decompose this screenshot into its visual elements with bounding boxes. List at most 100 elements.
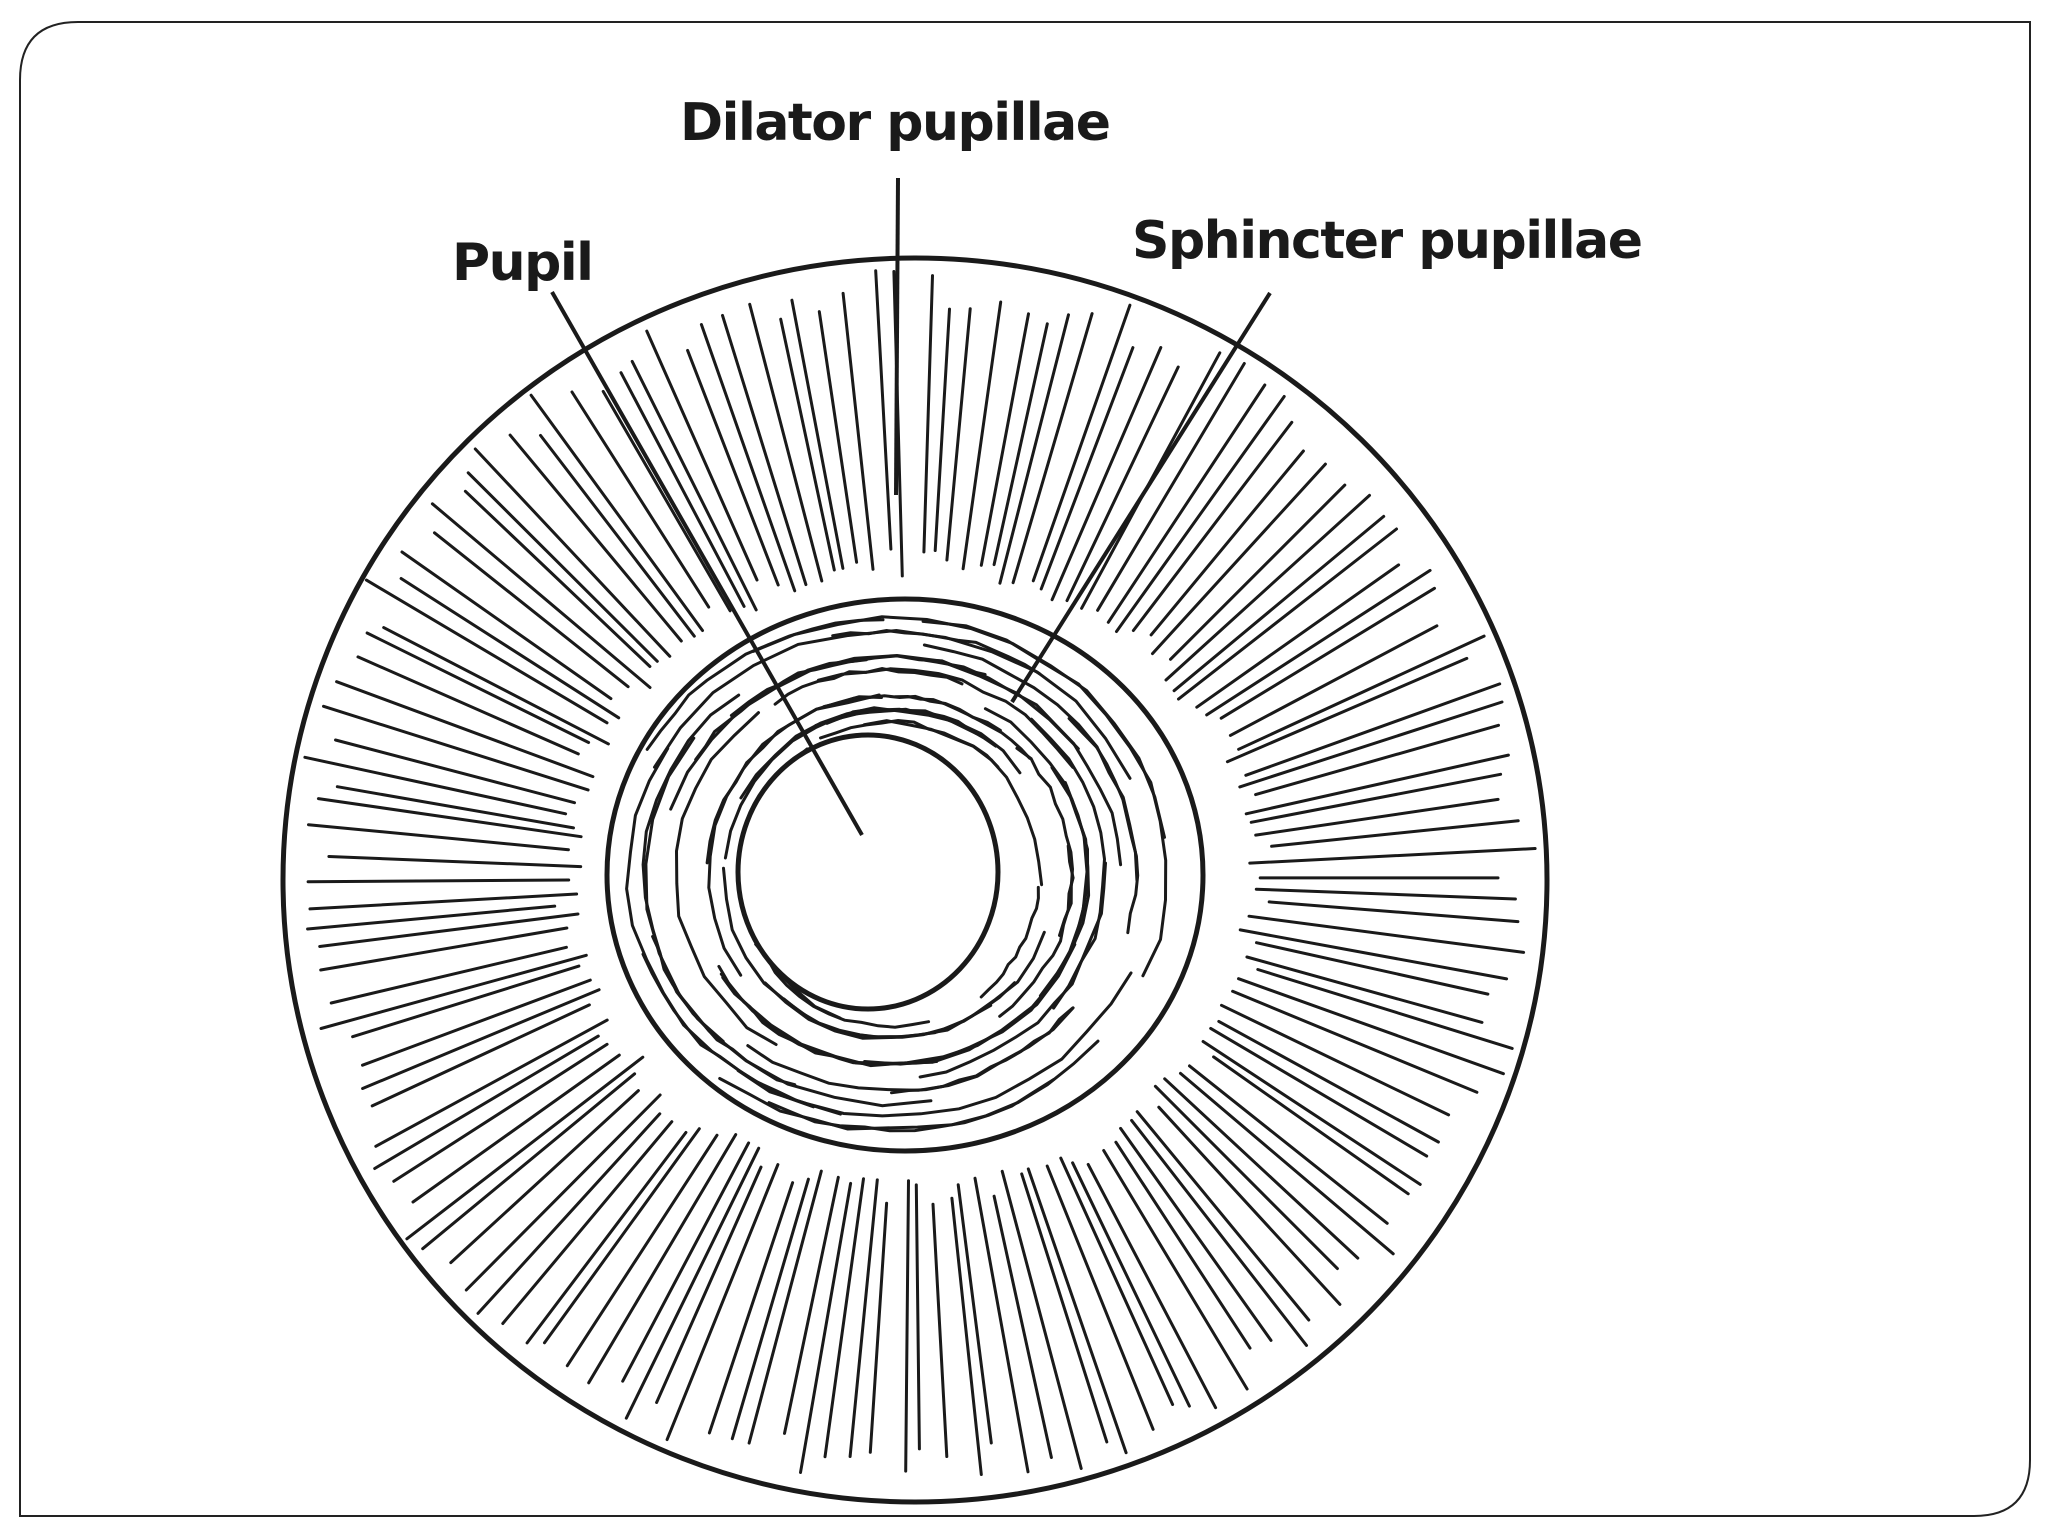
dilator-fiber	[1249, 772, 1503, 824]
dilator-fiber	[382, 626, 610, 746]
dilator-fiber	[619, 371, 746, 608]
sphincter-fiber	[819, 718, 1000, 769]
dilator-fiber	[449, 1089, 640, 1265]
dilator-fiber	[1169, 483, 1347, 661]
sphincter-fibers	[625, 615, 1168, 1133]
sphincter-fiber	[863, 781, 1090, 1066]
sphincter-fiber	[979, 885, 1040, 999]
dilator-fiber	[319, 926, 569, 972]
dilator-fiber	[1267, 900, 1520, 924]
dilator-fiber	[1031, 303, 1132, 583]
dilator-fiber	[370, 1003, 591, 1108]
dilator-fiber	[1231, 989, 1479, 1094]
dilator-fiber	[365, 631, 591, 744]
dilator-fiber	[1059, 1156, 1175, 1406]
pupil-leader-line	[550, 291, 864, 836]
sphincter-fiber	[645, 618, 885, 751]
sphincter-fiber	[707, 693, 881, 977]
dilator-fiber	[570, 390, 711, 609]
dilator-fiber	[721, 313, 808, 587]
sphincter-fiber	[674, 711, 778, 1046]
dilator-fiber	[992, 322, 1049, 567]
dilator-fiber	[922, 274, 934, 554]
dilator-fiber	[1026, 1167, 1128, 1455]
dilator-fiber	[1237, 977, 1505, 1076]
dilator-fiber	[779, 317, 836, 572]
dilator-fiber	[868, 1201, 889, 1454]
sphincter-fiber	[746, 1006, 1075, 1092]
sphincter-fiber	[907, 656, 1123, 867]
dilator-fiber	[335, 785, 575, 830]
dilator-fiber	[973, 1176, 1030, 1474]
dilator-fiber	[361, 978, 592, 1067]
dilator-fiber	[655, 1165, 763, 1404]
dilator-fiber	[1115, 395, 1286, 633]
dilator-fiber	[747, 1169, 823, 1445]
dilator-fiber	[587, 1133, 738, 1385]
dilator-fiber	[1130, 1118, 1308, 1347]
dilator-fiber	[361, 988, 601, 1090]
dilator-fiber	[1238, 700, 1504, 789]
dilator-fiber	[1096, 362, 1246, 612]
dilator-fiber	[823, 1177, 865, 1459]
label-pupil: Pupil	[452, 233, 593, 293]
dilator-fiber	[373, 1034, 600, 1170]
label-sphincter-pupillae: Sphincter pupillae	[1132, 211, 1642, 271]
dilator-fiber	[1119, 1126, 1273, 1342]
sphincter-leader-line	[1010, 291, 1272, 704]
sphincter-fiber	[763, 930, 1046, 1040]
dilator-fiber	[1212, 1055, 1410, 1196]
sphincter-fiber	[998, 844, 1075, 1018]
dilator-fiber	[931, 1202, 949, 1458]
dilator-fiber	[748, 302, 824, 583]
dilator-fiber	[1247, 914, 1526, 954]
sphincter-fiber	[641, 693, 741, 1043]
dilator-fiber	[501, 1120, 674, 1325]
dilator-fiber	[400, 550, 613, 701]
dilator-fiber	[327, 855, 583, 869]
dilator-fiber	[543, 1127, 701, 1345]
dilator-fiber	[1102, 1149, 1249, 1391]
dilator-fiber	[601, 389, 732, 613]
dilator-fiber	[1228, 624, 1439, 737]
dilator-fiber	[961, 300, 1003, 571]
dilator-fiber	[904, 1179, 910, 1473]
dilator-fiber	[1225, 656, 1469, 764]
dilator-fiber	[318, 912, 580, 948]
dilator-fiber	[322, 704, 590, 792]
dilator-fiber	[1065, 365, 1180, 603]
dilator-fiber	[914, 1183, 921, 1451]
dilator-fiber	[730, 1177, 810, 1441]
dilator-fiber	[1039, 346, 1135, 591]
dilator-fiber	[374, 1018, 609, 1148]
dilator-fiber	[1254, 887, 1517, 901]
dilator-fiber	[1254, 723, 1500, 797]
label-dilator-pupillae: Dilator pupillae	[680, 93, 1110, 153]
dilator-fiber	[1151, 462, 1327, 656]
dilator-fiber	[1244, 753, 1510, 816]
dilator-fiber	[1106, 383, 1267, 624]
dilator-fiber	[539, 433, 696, 638]
dilator-fiber	[790, 298, 845, 570]
dilator-fiber	[525, 1131, 688, 1345]
sphincter-fiber	[922, 643, 1139, 882]
dilator-fiber	[950, 1196, 983, 1476]
dilator-fiber	[624, 1146, 761, 1420]
dilator-fiber	[1011, 312, 1094, 585]
dilator-fiber	[316, 797, 583, 839]
dilator-fiber	[351, 964, 581, 1039]
dilator-fiber	[1000, 1169, 1083, 1470]
dilator-fiber	[508, 433, 683, 643]
dilator-fiber	[1270, 819, 1520, 848]
dilator-fiber	[956, 1183, 993, 1445]
dilator-fiber	[874, 269, 893, 551]
dilator-fiber	[665, 1163, 780, 1442]
sphincter-fiber	[751, 615, 1166, 839]
dilator-fiber	[945, 307, 972, 562]
dilator-fiber	[1219, 586, 1436, 720]
dilator-fiber	[998, 313, 1070, 585]
dilator-fiber	[476, 1112, 662, 1315]
dilator-fiber	[1217, 1019, 1440, 1144]
dilator-fiber	[1220, 1003, 1451, 1117]
